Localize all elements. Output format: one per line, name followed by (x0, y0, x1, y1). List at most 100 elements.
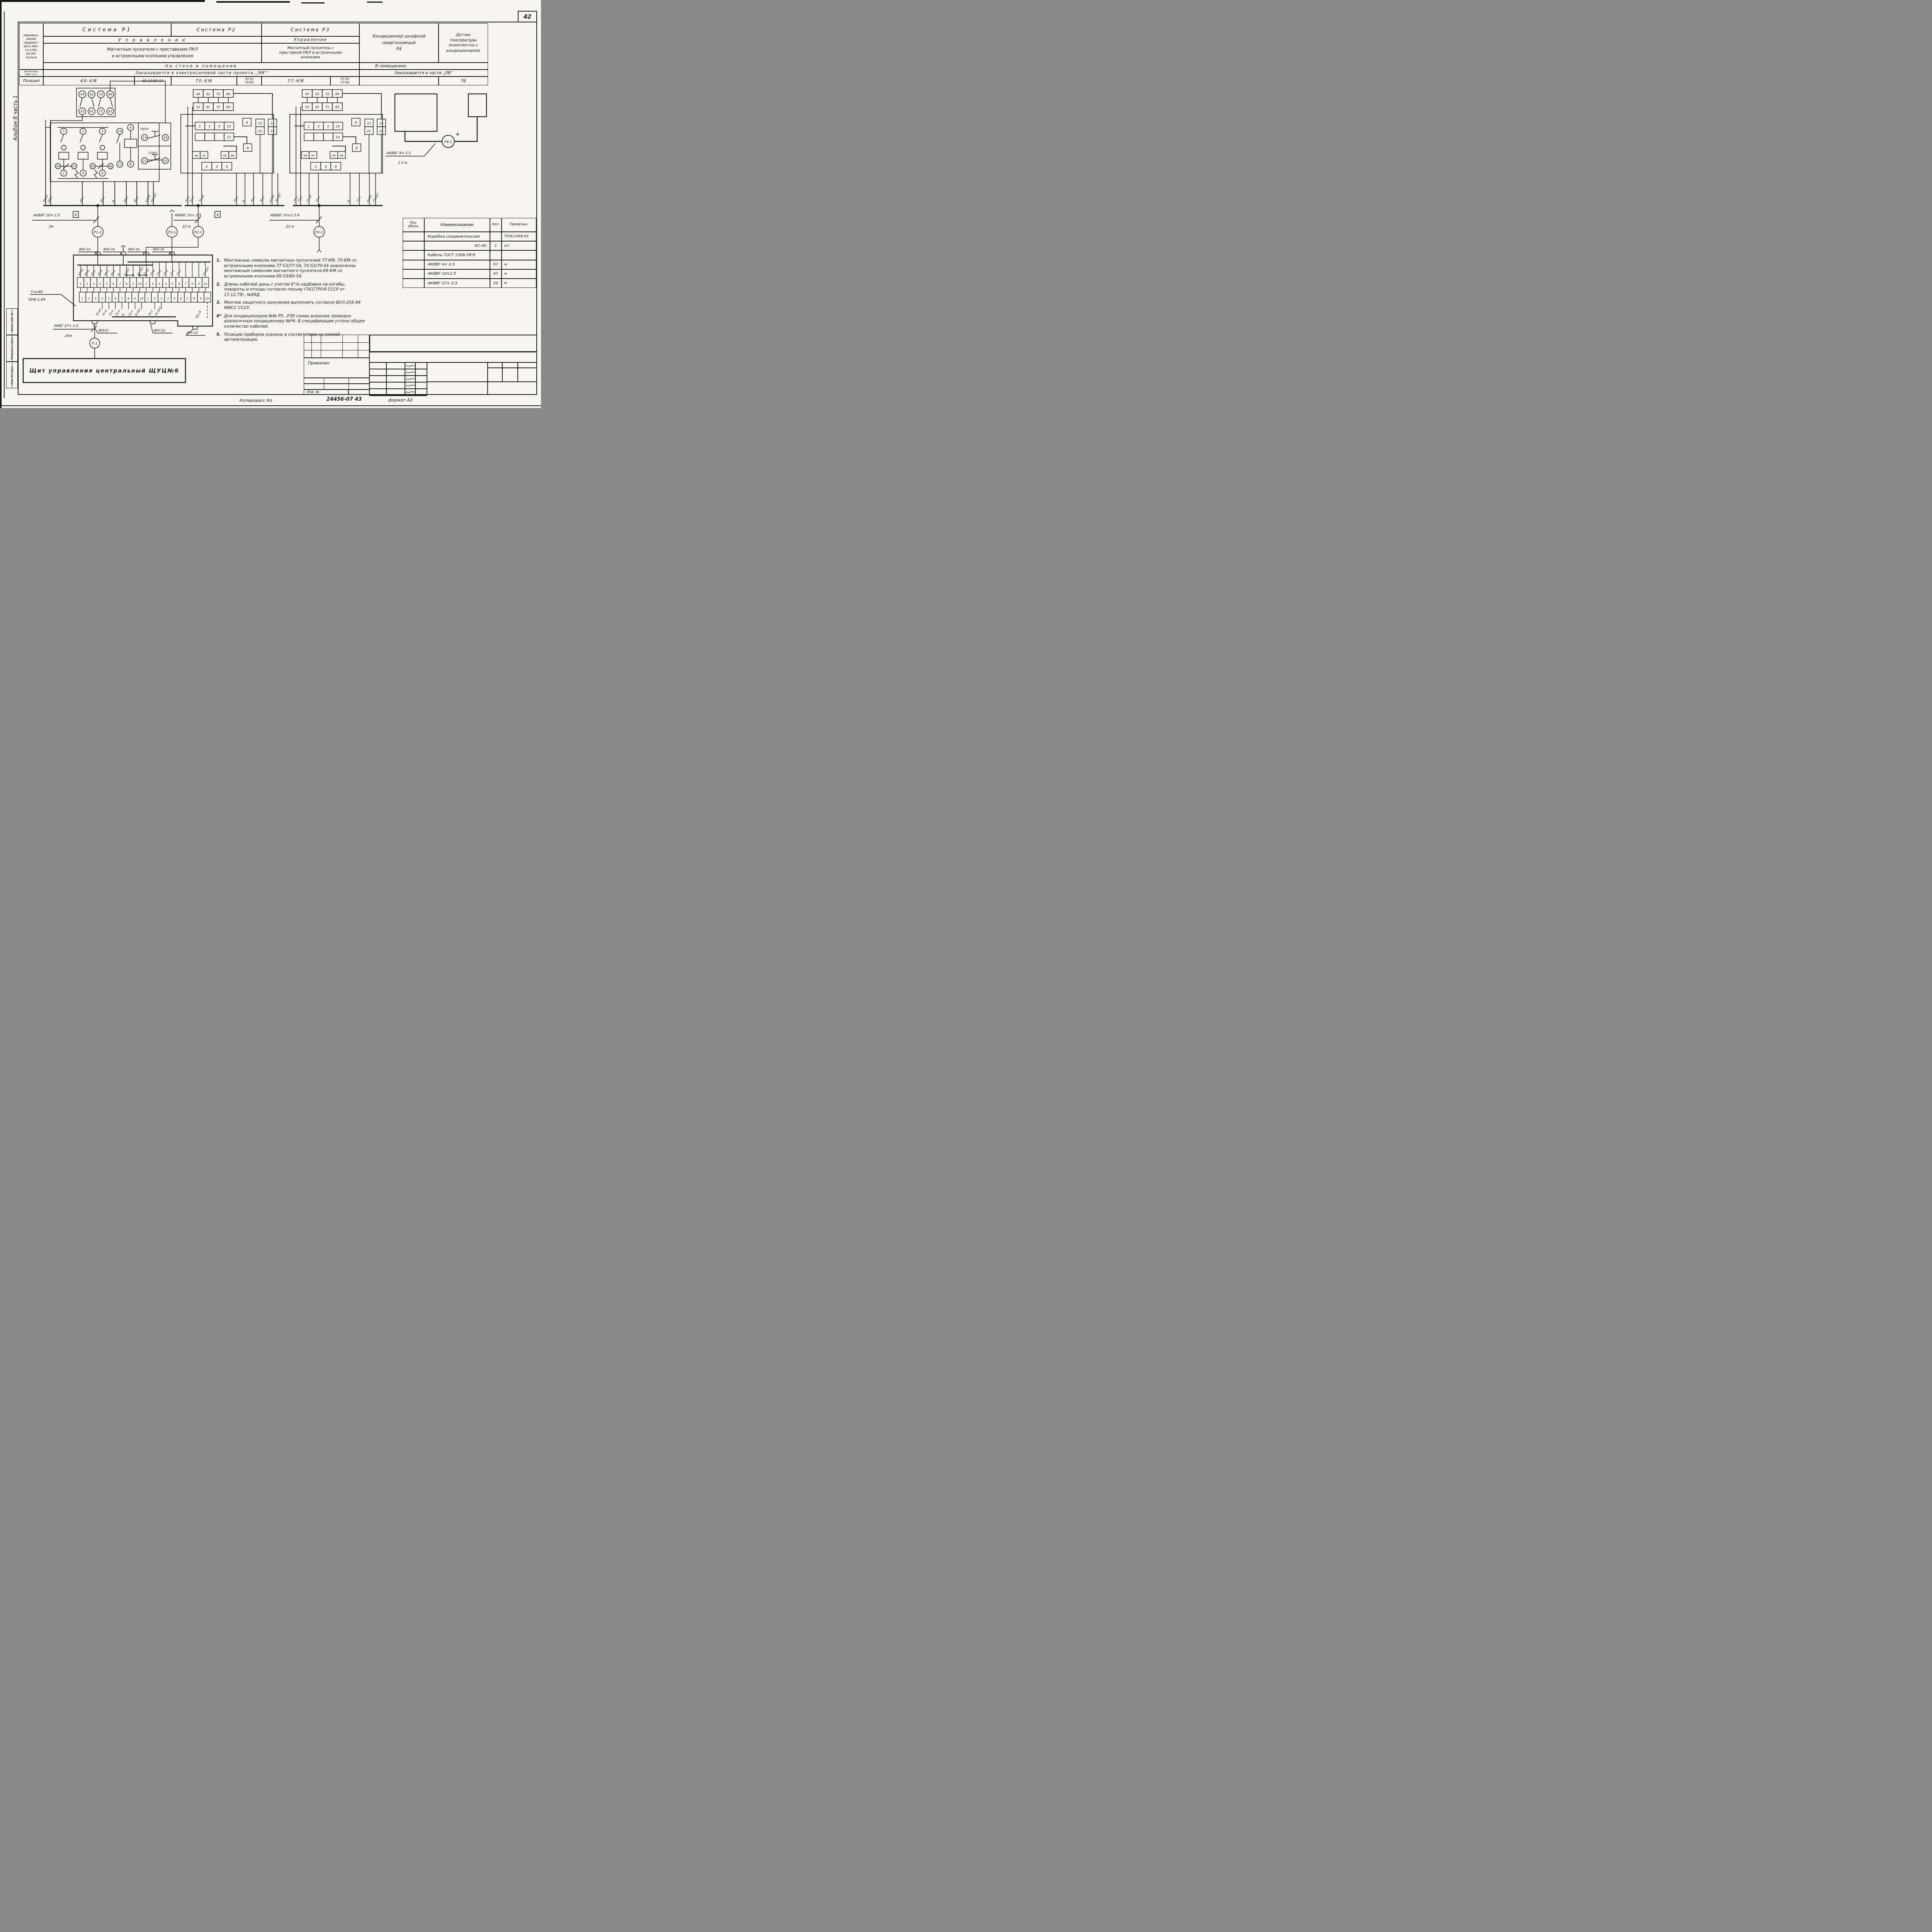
header-control-p3: Управление (262, 36, 359, 43)
shield-circle (89, 338, 100, 349)
rev-grid-line (304, 342, 369, 343)
gland-bottom-leader (185, 329, 205, 336)
person-name (386, 376, 405, 382)
p1-wire-label: 69-1 (123, 196, 129, 203)
p2-wire (223, 146, 237, 151)
p2-th-label: 96 (231, 154, 235, 157)
p1-phase2: 2 (63, 172, 65, 175)
p4-cable-label: АКВВГ 4× 2.5 (386, 151, 411, 155)
spec-note: м (502, 279, 536, 288)
p3-main-box (289, 114, 383, 173)
p1-start-button (141, 131, 169, 141)
spec-name: Кабель ГОСТ 1508-78*Е (424, 250, 490, 260)
gland-bottom-leader (150, 324, 172, 333)
p2-th-label: 95 (223, 154, 227, 157)
p2-aux-label: 61 (206, 105, 210, 109)
junction-bottom-cell-num: 2 (154, 297, 156, 300)
spec-qty (490, 250, 502, 260)
p2-cable-mark-box (214, 211, 221, 218)
p1-wire-label: 69-507 (150, 193, 158, 203)
p2-strip-cell (214, 133, 224, 141)
spec-pos (403, 232, 424, 242)
p3-cable-flag (269, 216, 322, 223)
p3-wire-label: N (347, 199, 351, 203)
gland-top-label: ВКУ-16 (153, 248, 164, 251)
junction-bottom-cell-num: 9 (134, 297, 136, 300)
header-equip-p1p2: Магнитные пускатели с приставками ПКЛ и … (43, 43, 262, 63)
person-role (369, 369, 386, 376)
junction-bottom-cell-num: 7 (121, 297, 123, 300)
titleblock-stage-value (488, 368, 502, 382)
p3-aux-label: 83 (335, 105, 339, 109)
p2-246-label: 4 (216, 165, 218, 168)
p2-strip-label: 3 (208, 125, 210, 128)
p4-asterisk: * (456, 132, 459, 139)
junction-bottom-cell-num: 5 (108, 297, 110, 300)
p4-wire-right (454, 116, 478, 142)
signature-squiggle (405, 364, 415, 367)
junction-top-wire-label: 77-507 (202, 266, 210, 276)
junction-bottom-wire-label: 70-6 (102, 310, 107, 316)
spec-qty: 1 (490, 241, 502, 251)
p2-strip-label: 14 (227, 125, 231, 128)
p2-wire-label: 70-А1 (199, 194, 205, 203)
p3-strip-label: 1 (308, 125, 310, 128)
sheet-edge-line (0, 405, 541, 406)
p1-phase6: 6 (101, 172, 103, 175)
p2-wire-label: 70-6 (189, 196, 195, 203)
spec-name: КС-40 (424, 241, 490, 251)
shield-cable-label: АКВГ 27× 2.5 (54, 324, 78, 328)
p2-circle (192, 226, 204, 238)
drawing-sheet: 42 Альбом 8 часть 1 Взам. инв. №Подпись … (0, 0, 541, 408)
p3-cable-length: 22 м (286, 225, 294, 229)
p3-aux-label: 62 (315, 92, 319, 96)
junction-top-cell-num: 5 (172, 282, 173, 286)
p3-wire (332, 146, 346, 151)
person-date (415, 376, 427, 382)
note-item: 5.Позиции приборов указаны в соответстви… (216, 332, 366, 343)
gland-top-leader (128, 252, 146, 256)
p2-strip-cell (204, 133, 215, 141)
p2-pair-label: 21 (258, 129, 262, 133)
junction-top-cell-num: 4 (165, 282, 167, 286)
drawing-frame (18, 22, 537, 395)
p1-aux-box (76, 88, 116, 117)
person-signature (405, 362, 415, 369)
p1-btn22: 22 (163, 159, 167, 163)
junction-bottom-cell-num: 3 (160, 297, 162, 300)
junction-top-cell-num: 6 (178, 282, 180, 286)
footer-copied: Копировал: Ко (240, 398, 272, 403)
p1-coil-a: А (129, 126, 131, 129)
junction-bottom-cell-num: 1 (82, 297, 83, 300)
p1-start-label: пуск (140, 127, 149, 131)
p3-th-label: 96 (340, 154, 344, 157)
header-position-cell: Позиция (19, 77, 43, 85)
titleblock-org (488, 382, 537, 395)
spec-pos (403, 279, 424, 288)
p1-phase3: 3 (82, 130, 84, 133)
p1-th96: 96 (109, 165, 112, 168)
junction-top-wire-label: 69-4 (97, 269, 103, 276)
p1-phase-branches (58, 128, 108, 177)
gland-top-leader (78, 252, 98, 256)
junction-bottom-cell-num: 2 (88, 297, 90, 300)
p1-aux-62: 62 (90, 93, 94, 96)
scan-artifact (216, 1, 290, 3)
p1-th95: 95 (91, 165, 95, 168)
p4-cable-leader (385, 143, 435, 156)
p3-b-label: В (355, 146, 358, 150)
position-p2-s4: 70-S4 (245, 80, 253, 84)
person-name (386, 362, 405, 369)
p3-a-label: А (354, 121, 357, 124)
p3-aux-label: 71 (325, 105, 329, 109)
junction-bottom-entry (149, 320, 156, 324)
notes-list: 1.Монтажные символы магнитных пускателей… (216, 258, 366, 345)
note-item: 3.Монтаж защитного зануления выполнить с… (216, 300, 366, 311)
spec-qty: 57 (490, 260, 502, 269)
gland-top-leader (152, 252, 172, 256)
person-role (369, 389, 386, 395)
p1-aux-71: 71 (99, 110, 103, 113)
gland-bottom-label: ВКУ32 (99, 329, 109, 332)
header-order-p123: Заказывается в электросиловой части прое… (43, 70, 359, 77)
p2-aux-label: 71 (216, 105, 220, 109)
